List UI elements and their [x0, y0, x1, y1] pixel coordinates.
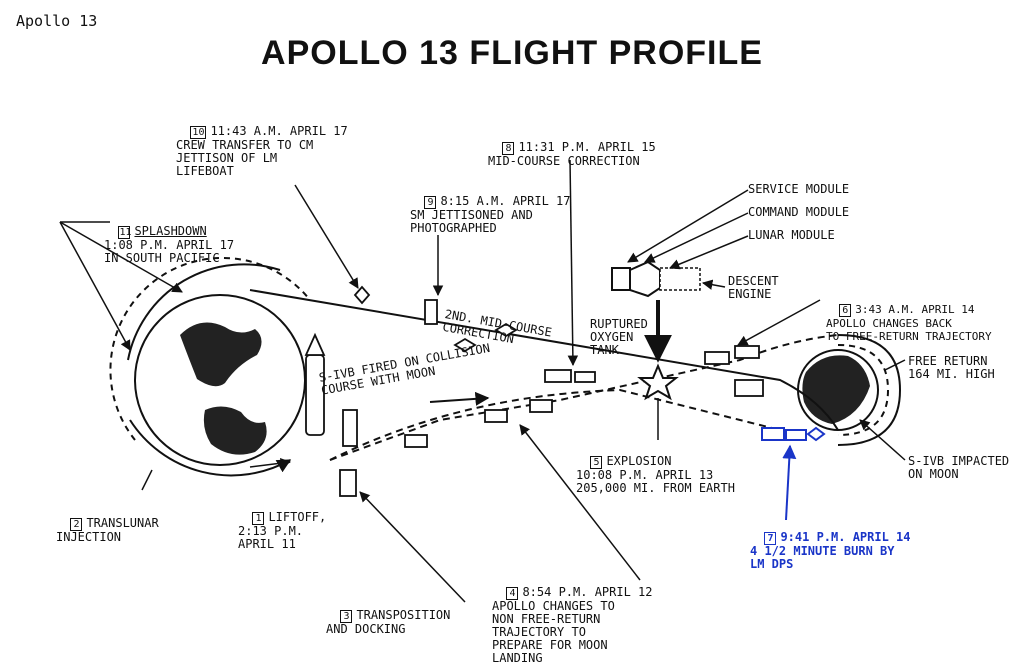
event-5-line-2: 10:08 P.M. APRIL 13 — [576, 468, 714, 482]
corner-label: Apollo 13 — [16, 12, 98, 30]
event-10-line-4: LIFEBOAT — [176, 164, 234, 178]
event-10-line-1: 11:43 A.M. APRIL 17 — [210, 124, 348, 138]
event-6-line-2: APOLLO CHANGES BACK — [826, 317, 952, 330]
event-3-line-2: AND DOCKING — [326, 622, 406, 636]
event-7-line-3: LM DPS — [750, 557, 794, 571]
service-module-label: SERVICE MODULE — [748, 182, 850, 196]
event-8-line-1: 11:31 P.M. APRIL 15 — [518, 140, 656, 154]
page-title: APOLLO 13 FLIGHT PROFILE — [261, 34, 763, 72]
lm-dps-burn-icon — [761, 426, 826, 442]
event-9-line-3: PHOTOGRAPHED — [410, 221, 497, 235]
event-11-line-2: 1:08 P.M. APRIL 17 — [104, 238, 235, 252]
event-4-line-4: TRAJECTORY TO — [492, 625, 586, 639]
event-11-line-3: IN SOUTH PACIFIC — [104, 251, 220, 265]
lunar-module-label: LUNAR MODULE — [748, 228, 835, 242]
ruptured-tank-label: RUPTURED OXYGEN TANK — [590, 317, 648, 357]
event-10-line-2: CREW TRANSFER TO CM — [176, 138, 314, 152]
event-11-line-1: SPLASHDOWN — [134, 224, 207, 238]
event-7-line-2: 4 1/2 MINUTE BURN BY — [750, 544, 895, 558]
descent-engine-label: DESCENT ENGINE — [728, 274, 779, 301]
spacecraft-stack-icon — [611, 260, 701, 298]
spacecraft-icons — [304, 285, 764, 497]
event-6-number: 6 — [839, 304, 852, 317]
event-9-line-1: 8:15 A.M. APRIL 17 — [440, 194, 571, 208]
event-2-line-2: INJECTION — [56, 530, 122, 544]
event-7-line-1: 9:41 P.M. APRIL 14 — [780, 530, 911, 544]
event-2-line-1: TRANSLUNAR — [86, 516, 159, 530]
event-3-line-1: TRANSPOSITION — [356, 608, 451, 622]
event-4-line-3: NON FREE-RETURN — [492, 612, 601, 626]
event-1-line-3: APRIL 11 — [238, 537, 296, 551]
event-1-line-2: 2:13 P.M. — [238, 524, 304, 538]
event-9-line-2: SM JETTISONED AND — [410, 208, 533, 222]
earth — [134, 294, 306, 466]
event-8-line-2: MID-COURSE CORRECTION — [488, 154, 640, 168]
command-module-label: COMMAND MODULE — [748, 205, 850, 219]
callout-lines — [59, 159, 906, 603]
event-4-line-1: 8:54 P.M. APRIL 12 — [522, 585, 653, 599]
event-4-line-5: PREPARE FOR MOON — [492, 638, 608, 652]
event-6-line-1: 3:43 A.M. APRIL 14 — [855, 303, 975, 316]
moon — [797, 334, 902, 446]
earth-orbit — [109, 257, 311, 477]
explosion-star-icon — [637, 363, 679, 401]
free-return-label: FREE RETURN 164 MI. HIGH — [908, 354, 995, 381]
sivb-impact-label: S-IVB IMPACTED ON MOON — [908, 454, 1010, 481]
event-5-line-3: 205,000 MI. FROM EARTH — [576, 481, 735, 495]
event-1-line-1: LIFTOFF, — [268, 510, 327, 524]
event-10-line-3: JETTISON OF LM — [176, 151, 278, 165]
event-4-line-2: APOLLO CHANGES TO — [492, 599, 615, 613]
event-6-line-3: TO FREE-RETURN TRAJECTORY — [826, 330, 992, 343]
event-5-line-1: EXPLOSION — [606, 454, 672, 468]
trajectories — [249, 289, 839, 461]
event-4-line-6: LANDING — [492, 651, 543, 665]
